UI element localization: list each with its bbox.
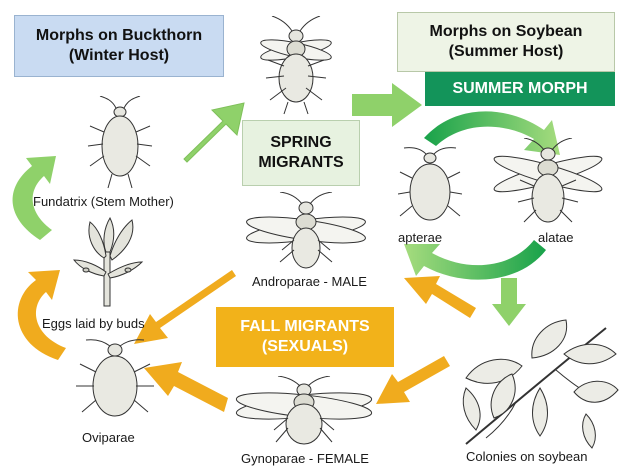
spring-migrants-box: SPRING MIGRANTS (242, 120, 360, 186)
fall-migrants-line2: (SEXUALS) (262, 337, 348, 357)
fall-male-arrow (404, 276, 476, 318)
summer-host-header-line1: Morphs on Soybean (430, 22, 583, 42)
summer-morph-text: SUMMER MORPH (452, 79, 587, 99)
winged-aphid-icon (238, 192, 374, 276)
androparae-label: Androparae - MALE (252, 274, 367, 289)
alatae-label: alatae (538, 230, 573, 245)
colonies-label: Colonies on soybean (466, 449, 587, 464)
wingless-aphid-icon (86, 96, 154, 192)
summer-host-header: Morphs on Soybean (Summer Host) (397, 12, 615, 72)
summer-host-header-line2: (Summer Host) (449, 42, 564, 62)
fall-migrants-box: FALL MIGRANTS (SEXUALS) (216, 307, 394, 367)
fundatrix-label: Fundatrix (Stem Mother) (33, 194, 174, 209)
winged-aphid-icon (248, 16, 344, 120)
winter-host-header-line2: (Winter Host) (69, 46, 169, 66)
apterae-label: apterae (398, 230, 442, 245)
spring-migration-arrow (184, 103, 244, 162)
winged-aphid-icon (484, 138, 612, 230)
wingless-aphid-icon (74, 338, 156, 430)
winter-host-header-line1: Morphs on Buckthorn (36, 26, 202, 46)
wingless-aphid-icon (398, 146, 462, 230)
to-soybean-arrow (352, 83, 422, 127)
gynoparae-label: Gynoparae - FEMALE (241, 451, 369, 466)
spring-migrants-line1: SPRING (270, 133, 331, 153)
summer-cycle-bottom-arrow (404, 240, 546, 280)
summer-morph-badge: SUMMER MORPH (425, 72, 615, 106)
egg-laying-arrow (18, 270, 66, 360)
spring-migrants-line2: MIGRANTS (258, 153, 343, 173)
fall-migrants-line1: FALL MIGRANTS (240, 317, 369, 337)
eggs-label: Eggs laid by buds (42, 316, 145, 331)
female-mating-arrow (144, 362, 228, 412)
winged-aphid-icon (228, 376, 380, 448)
buckthorn-twig-icon (64, 212, 152, 308)
soybean-plant-icon (446, 318, 622, 450)
winter-host-header: Morphs on Buckthorn (Winter Host) (14, 15, 224, 77)
oviparae-label: Oviparae (82, 430, 135, 445)
